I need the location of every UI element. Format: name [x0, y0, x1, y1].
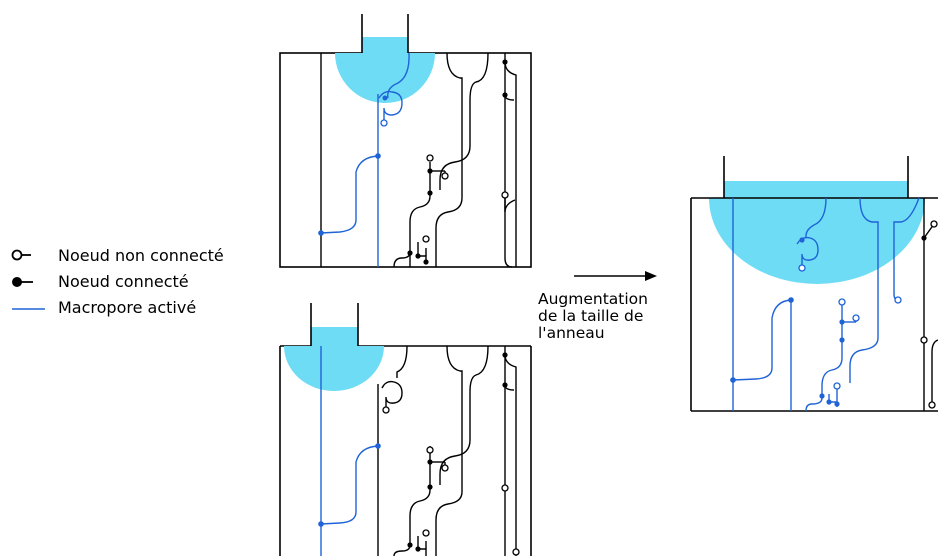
nodes-top [318, 59, 509, 265]
ring-water-right [724, 181, 908, 199]
filled-node-icon [427, 459, 433, 465]
nodes-right [730, 220, 938, 409]
open-node-icon [426, 446, 434, 454]
filled-node-icon [921, 235, 927, 241]
open-node-icon [512, 548, 520, 556]
open-node-icon [852, 314, 860, 322]
filled-node-icon [819, 393, 825, 399]
open-node-icon [833, 382, 841, 390]
open-node-icon [422, 235, 430, 243]
filled-node-icon [407, 250, 413, 256]
filled-node-icon [730, 377, 736, 383]
filled-node-icon [427, 190, 433, 196]
filled-node-icon [839, 337, 845, 343]
legend: Noeud non connecté Noeud connecté Macrop… [11, 246, 224, 317]
open-node-icon [894, 296, 902, 304]
arrow-label-line-2: de la taille de [538, 307, 643, 325]
filled-node-icon [427, 168, 433, 174]
open-node-icon [441, 172, 449, 180]
filled-node-icon [423, 259, 429, 265]
open-node-icon [441, 464, 449, 472]
filled-node-icon [502, 382, 508, 388]
filled-node-icon [799, 237, 805, 243]
filled-node-icon [826, 399, 832, 405]
open-node-icon [501, 484, 509, 492]
filled-node-icon [415, 546, 421, 552]
open-node-icon [422, 529, 430, 537]
transition-arrow: Augmentation de la taille de l'anneau [538, 271, 657, 342]
filled-node-icon [502, 59, 508, 65]
filled-node-icon [407, 542, 413, 548]
filled-node-icon [839, 319, 845, 325]
filled-node-icon [427, 484, 433, 490]
panel-top [279, 14, 532, 268]
arrow-label-line-3: l'anneau [538, 324, 605, 342]
open-node-icon [930, 220, 938, 228]
legend-label-activated-macropore: Macropore activé [58, 298, 196, 317]
ring-water-bottom [311, 327, 358, 346]
legend-item-filled-node: Noeud connecté [12, 272, 189, 291]
legend-item-open-node: Noeud non connecté [11, 246, 224, 265]
filled-node-icon [382, 95, 388, 101]
open-node-icon [920, 336, 928, 344]
open-node-icon [382, 406, 390, 414]
open-node-icon [928, 401, 936, 409]
activated-path-bottom [320, 346, 379, 556]
infiltration-bulb-top [335, 53, 435, 103]
filled-node-icon [318, 521, 324, 527]
macropore-network-right [923, 198, 938, 411]
infiltration-bulb-bottom [284, 346, 384, 391]
open-node-icon [426, 154, 434, 162]
open-node-icon [798, 264, 806, 272]
filled-node-icon [502, 352, 508, 358]
filled-node-icon [318, 230, 324, 236]
ring-water-top [362, 37, 408, 54]
legend-label-filled-node: Noeud connecté [58, 272, 189, 291]
activated-path-right [732, 197, 920, 412]
filled-node-icon [502, 92, 508, 98]
filled-node-icon [12, 277, 22, 287]
filled-node-icon [375, 443, 381, 449]
infiltration-bulb-right [709, 198, 925, 284]
arrow-head-icon [645, 271, 657, 281]
legend-item-activated-macropore: Macropore activé [12, 298, 196, 317]
open-node-icon [380, 119, 388, 127]
open-node-icon [838, 298, 846, 306]
open-node-icon [501, 191, 509, 199]
panel-right [690, 156, 938, 412]
activated-path-top [320, 52, 410, 267]
filled-node-icon [834, 401, 840, 407]
arrow-label-line-1: Augmentation [538, 290, 648, 308]
filled-node-icon [375, 153, 381, 159]
panel-bottom [279, 303, 532, 556]
filled-node-icon [788, 297, 794, 303]
legend-label-open-node: Noeud non connecté [58, 246, 224, 265]
filled-node-icon [415, 253, 421, 259]
open-node-icon [11, 249, 23, 261]
nodes-bottom [318, 352, 520, 556]
macropore-network-bottom [377, 345, 517, 556]
